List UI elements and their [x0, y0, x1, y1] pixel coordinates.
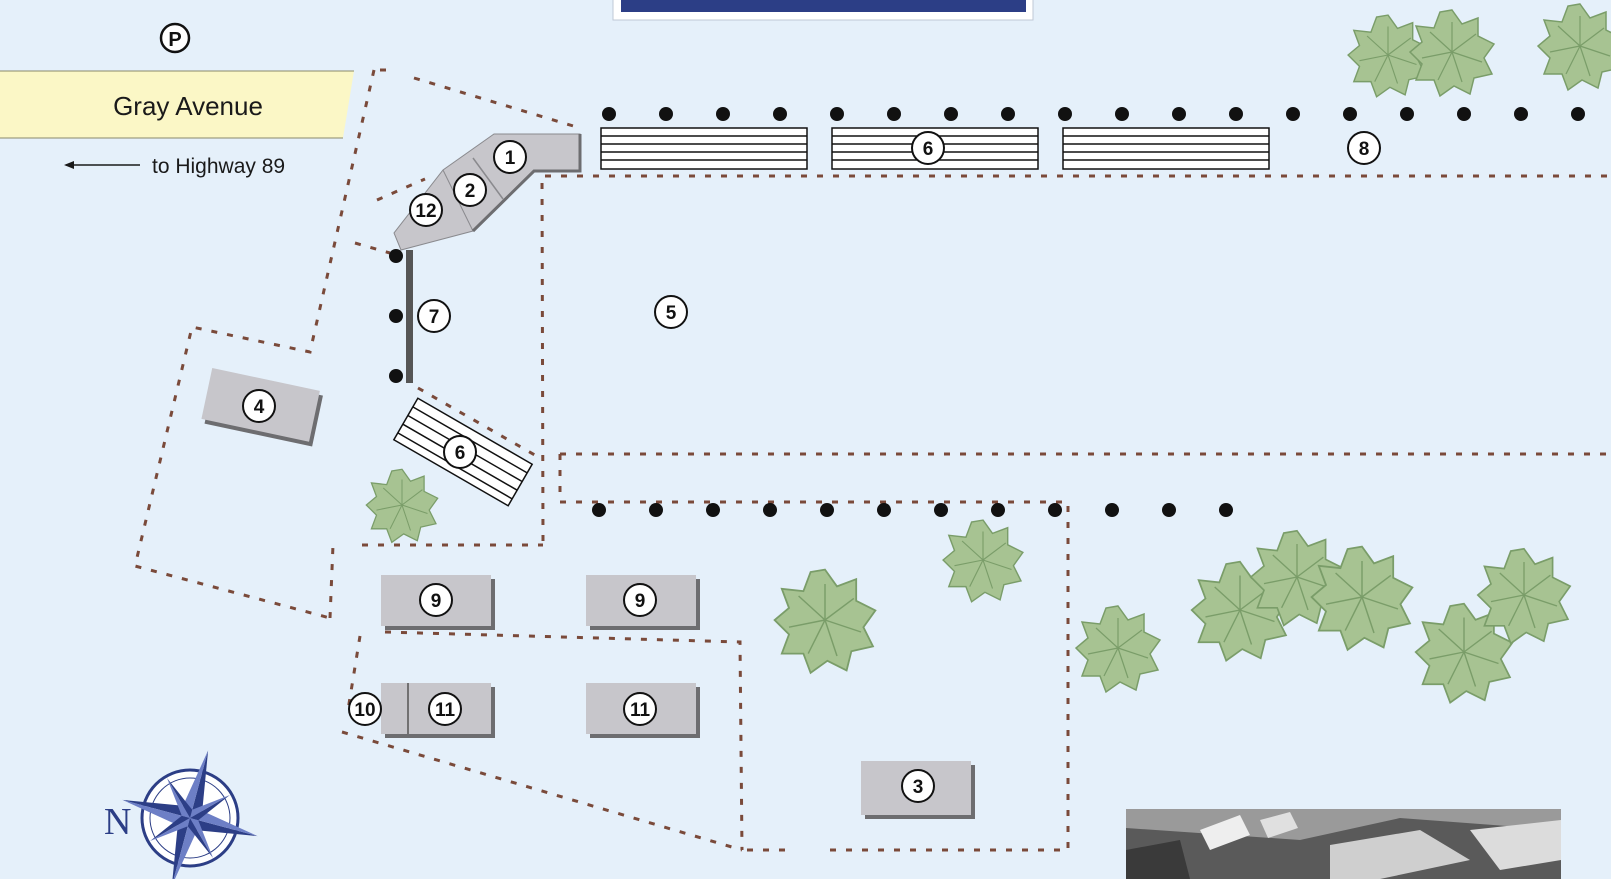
- tree-icons: [365, 3, 1611, 704]
- svg-text:7: 7: [429, 307, 440, 328]
- marker-12: 12: [409, 193, 443, 227]
- tree-icon: [365, 468, 439, 544]
- parking-icon: P: [159, 22, 191, 54]
- marker-3: 3: [901, 769, 935, 803]
- marker-8: 8: [1347, 131, 1381, 165]
- svg-text:5: 5: [666, 303, 677, 324]
- marker-7: 7: [417, 299, 451, 333]
- tree-icon: [1537, 3, 1611, 91]
- marker-2: 2: [453, 173, 487, 207]
- svg-text:10: 10: [354, 700, 375, 721]
- marker-5: 5: [654, 295, 688, 329]
- parking-symbol: P: [168, 29, 181, 51]
- angled-building: [393, 133, 582, 251]
- street-gray-avenue: Gray Avenue: [0, 70, 354, 139]
- svg-text:2: 2: [465, 181, 476, 202]
- svg-text:11: 11: [630, 700, 651, 721]
- compass-north-label: N: [104, 801, 131, 843]
- header-bar: [612, 0, 1034, 21]
- marker-9-left: 9: [419, 583, 453, 617]
- tree-icon: [942, 519, 1024, 603]
- marker-4: 4: [242, 389, 276, 423]
- building-9-left: [381, 575, 495, 630]
- numbered-markers: 1 2 12 4 6 6 7 5: [242, 131, 1381, 803]
- svg-text:6: 6: [923, 139, 934, 160]
- tree-icon: [773, 568, 877, 674]
- fence-lines: [133, 68, 1611, 852]
- svg-text:4: 4: [254, 397, 265, 418]
- marker-6-angled: 6: [443, 435, 477, 469]
- svg-text:3: 3: [913, 777, 924, 798]
- tree-icon: [1075, 605, 1161, 693]
- compass-rose-icon: N: [104, 750, 258, 879]
- marker-11-right: 11: [623, 692, 657, 726]
- marker-6-top: 6: [911, 131, 945, 165]
- svg-text:6: 6: [455, 443, 466, 464]
- direction-to-highway: to Highway 89: [64, 155, 285, 178]
- marker-1: 1: [493, 140, 527, 174]
- marker-9-right: 9: [623, 583, 657, 617]
- bleachers-top: [600, 127, 1270, 170]
- svg-text:9: 9: [431, 591, 442, 612]
- post-dots-left: [389, 249, 403, 383]
- marker-10: 10: [348, 692, 382, 726]
- svg-text:8: 8: [1359, 139, 1370, 160]
- marker-11-left: 11: [428, 692, 462, 726]
- svg-text:12: 12: [415, 201, 436, 222]
- post-dots-top: [602, 107, 1585, 121]
- wall-segment: [406, 250, 413, 383]
- svg-text:11: 11: [435, 700, 456, 721]
- direction-label: to Highway 89: [152, 155, 285, 178]
- svg-text:1: 1: [505, 148, 516, 169]
- street-name: Gray Avenue: [113, 91, 263, 121]
- svg-text:9: 9: [635, 591, 646, 612]
- tree-icon: [1409, 9, 1495, 97]
- post-dots-middle: [592, 503, 1233, 517]
- aerial-photo-thumbnail: [1126, 809, 1561, 879]
